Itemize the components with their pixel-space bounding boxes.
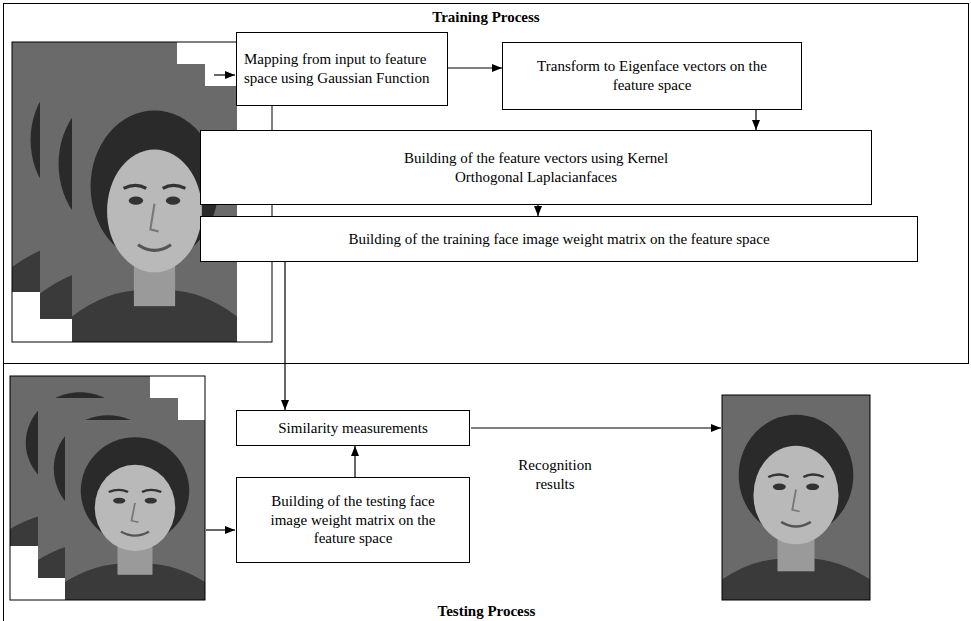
process-box: Mapping from input to feature space usin…	[236, 32, 448, 106]
result-face	[722, 395, 870, 600]
flow-arrow	[537, 205, 538, 216]
box-text: Transform to Eigenface vectors on the fe…	[517, 57, 787, 95]
process-region: Testing Process Similarity measurementsBu…	[3, 364, 969, 621]
box-text: Building of the feature vectors using Ke…	[376, 149, 696, 187]
flow-arrow	[448, 67, 502, 68]
image-frame	[10, 376, 205, 600]
box-text: Building of the training face image weig…	[348, 230, 769, 249]
result-arrow	[471, 427, 721, 428]
section-title: Testing Process	[4, 602, 969, 621]
face-photo	[65, 420, 205, 600]
process-box: Transform to Eigenface vectors on the fe…	[502, 42, 802, 110]
input-arrow	[206, 529, 235, 530]
input-arrow	[214, 74, 235, 75]
box-text: Mapping from input to feature space usin…	[244, 50, 440, 88]
arrow-label: Recognition results	[500, 456, 610, 494]
face-photo	[722, 395, 870, 600]
process-region: Training ProcessMapping from input to fe…	[3, 3, 969, 364]
flow-arrow	[354, 446, 355, 477]
image-frame	[722, 395, 870, 600]
process-box: Similarity measurements	[236, 410, 470, 446]
box-text: Building of the testing face image weigh…	[253, 492, 453, 548]
testing-faces	[10, 376, 205, 600]
process-box: Building of the testing face image weigh…	[236, 477, 470, 563]
face-photo	[72, 86, 237, 342]
process-box: Building of the training face image weig…	[200, 216, 918, 262]
section-title: Training Process	[4, 8, 968, 27]
process-box: Building of the feature vectors using Ke…	[200, 130, 872, 205]
flow-arrow	[755, 110, 756, 130]
box-text: Similarity measurements	[278, 419, 428, 438]
flow-arrow	[284, 262, 285, 410]
